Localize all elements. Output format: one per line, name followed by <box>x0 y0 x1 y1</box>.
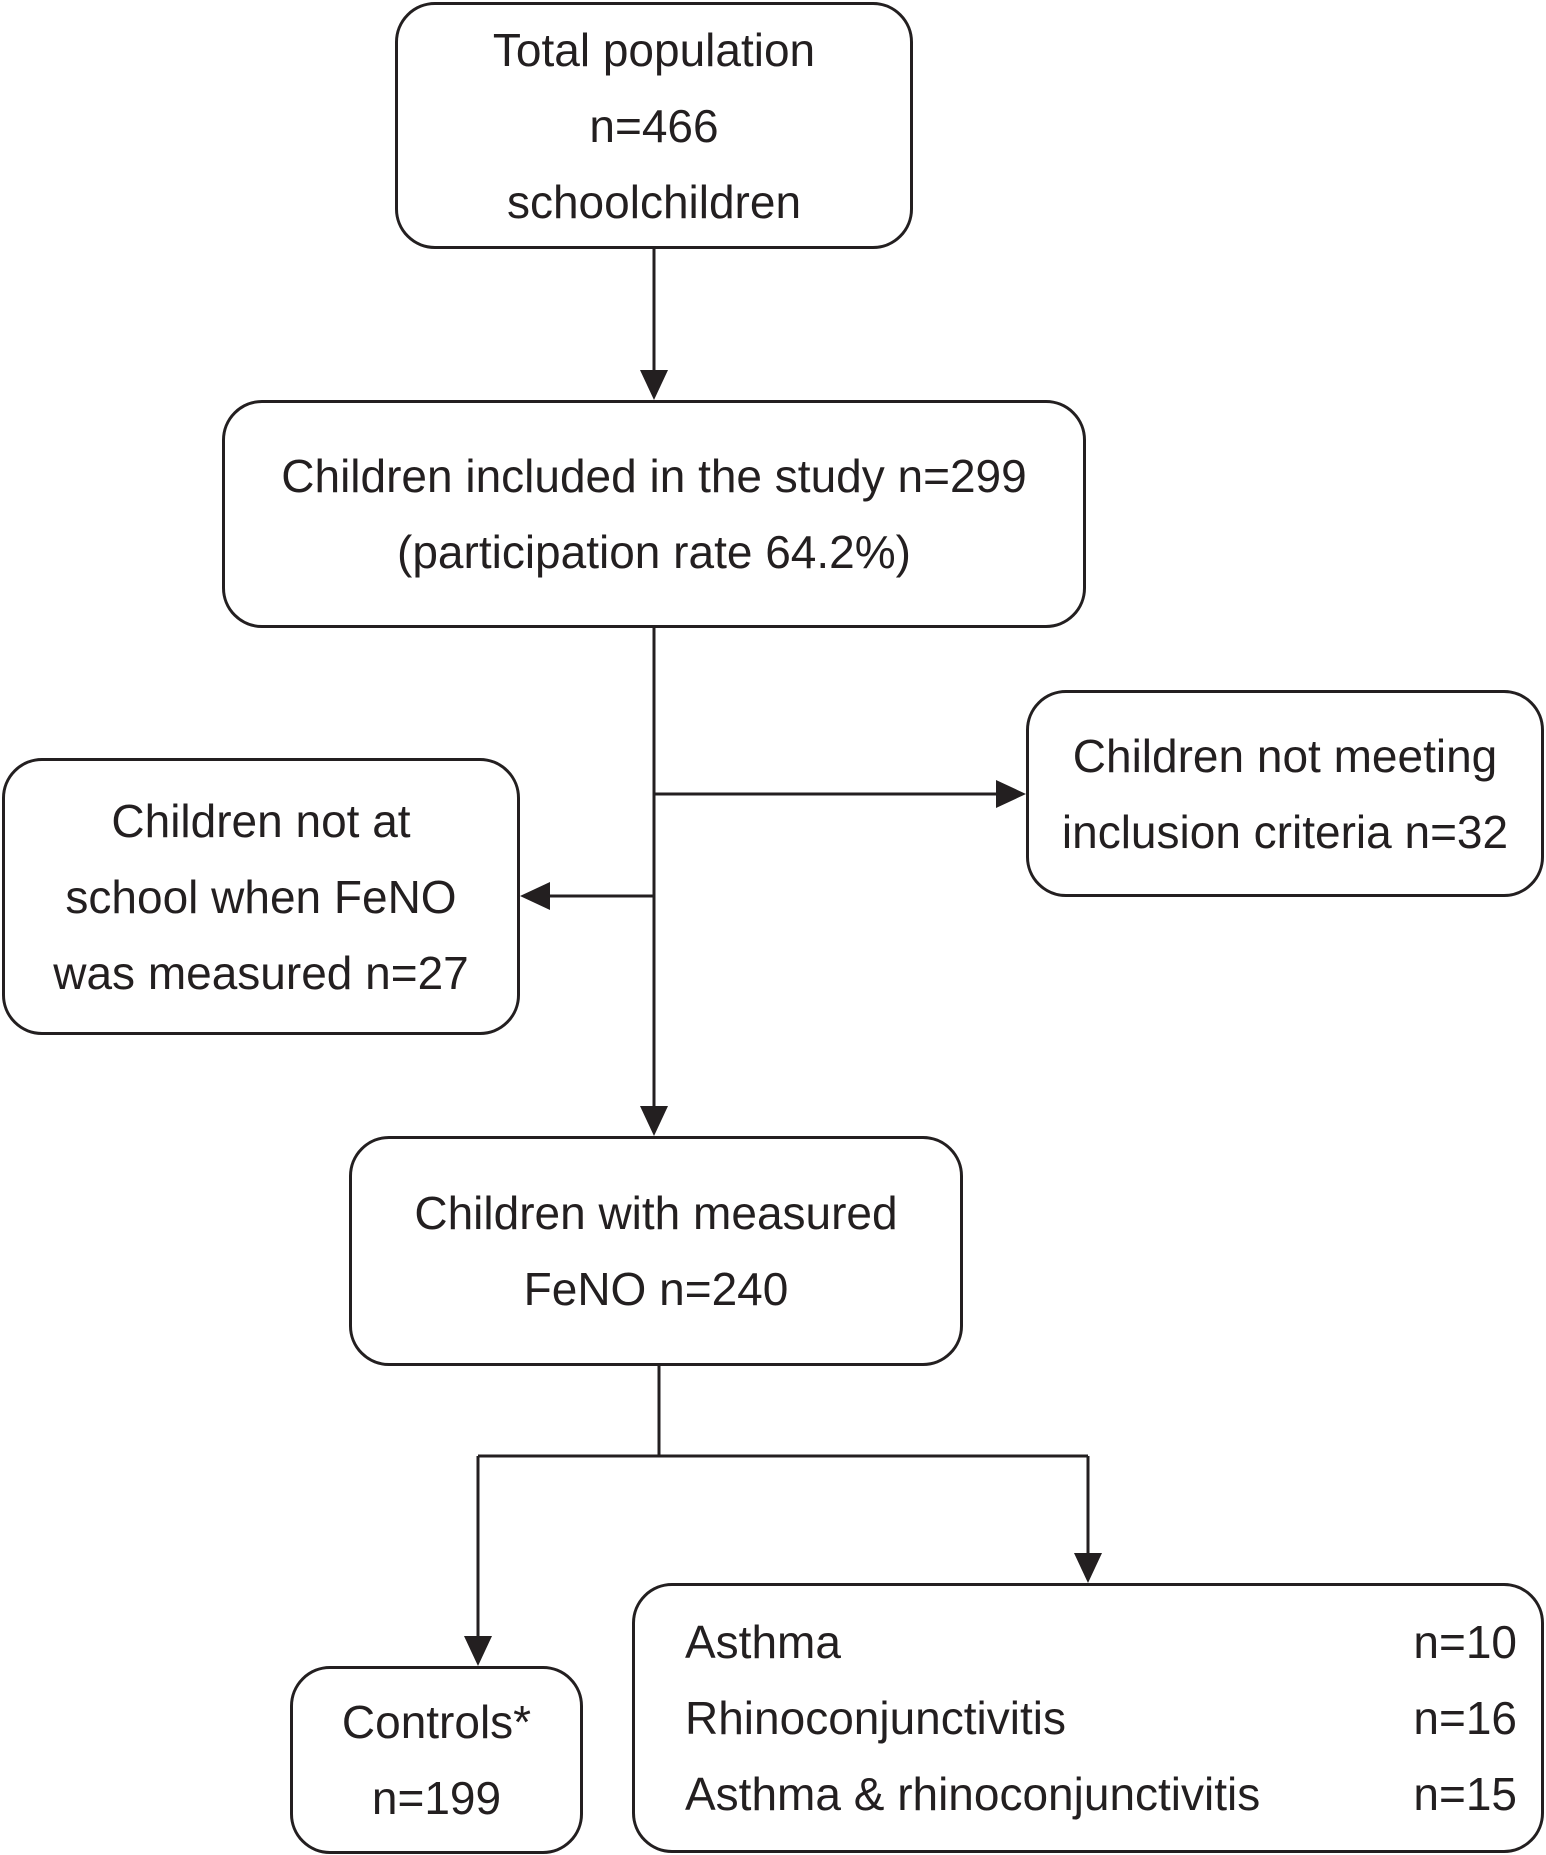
group-row: Asthma & rhinoconjunctivitis n=15 <box>685 1756 1517 1832</box>
controls-box: Controls* n=199 <box>290 1666 583 1854</box>
arrowhead-down-groups <box>1074 1553 1102 1583</box>
box-text-line: schoolchildren <box>506 175 802 228</box>
children-included-box: Children included in the study n=299 (pa… <box>222 400 1086 628</box>
box-text-line: school when FeNO <box>65 870 457 923</box>
arrowhead-down-measured <box>640 1106 668 1136</box>
measured-feno-box: Children with measured FeNO n=240 <box>349 1136 963 1366</box>
group-count: n=16 <box>1413 1692 1517 1744</box>
group-row: Rhinoconjunctivitis n=16 <box>685 1680 1517 1756</box>
not-at-school-box: Children not at school when FeNO was mea… <box>2 758 520 1035</box>
arrowhead-down-controls <box>464 1636 492 1666</box>
arrowhead-left-absent <box>520 882 550 910</box>
box-text-line: inclusion criteria n=32 <box>1061 805 1509 858</box>
group-label: Asthma & rhinoconjunctivitis <box>685 1768 1261 1820</box>
box-text-line: Children with measured <box>414 1187 898 1239</box>
not-meeting-criteria-box: Children not meeting inclusion criteria … <box>1026 690 1544 897</box>
box-text-line: Children not meeting <box>1072 729 1498 782</box>
arrowhead-right-excluded <box>996 780 1026 808</box>
disease-groups-box: Asthma n=10 Rhinoconjunctivitis n=16 Ast… <box>632 1583 1544 1853</box>
box-text-line: FeNO n=240 <box>523 1263 789 1315</box>
group-label: Asthma <box>685 1616 841 1668</box>
box-text-line: Controls* <box>341 1696 532 1748</box>
group-label: Rhinoconjunctivitis <box>685 1692 1066 1744</box>
box-text-line: n=199 <box>371 1772 502 1824</box>
box-text-line: Children not at <box>111 794 411 847</box>
group-row: Asthma n=10 <box>685 1604 1517 1680</box>
arrowhead-down-included <box>640 370 668 400</box>
box-text-line: n=466 <box>589 99 719 152</box>
box-text-line: Children included in the study n=299 <box>281 450 1027 502</box>
box-text-line: was measured n=27 <box>53 946 469 999</box>
box-text-line: (participation rate 64.2%) <box>397 526 911 578</box>
box-text-line: Total population <box>492 23 816 76</box>
total-population-box: Total population n=466 schoolchildren <box>395 2 913 249</box>
group-count: n=15 <box>1413 1768 1517 1820</box>
group-count: n=10 <box>1413 1616 1517 1668</box>
